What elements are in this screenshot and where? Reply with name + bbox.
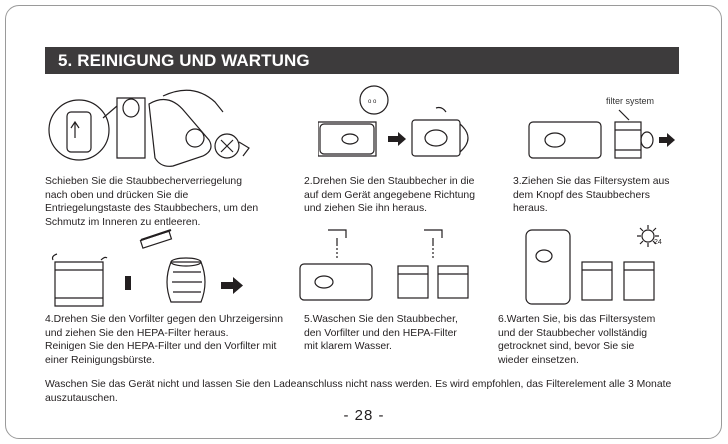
step4-illustration [45,226,285,312]
filter-system-label: filter system [606,96,655,106]
step3-illustration [525,106,685,166]
step2-caption: 2.Drehen Sie den Staubbecher in die auf … [304,176,475,214]
svg-text:o o: o o [368,99,377,105]
step2-illustration: o o [318,80,498,170]
step5-caption: 5.Waschen Sie den Staubbecher, den Vorfi… [304,314,458,352]
sun-hours-label: 24 [654,239,662,246]
step6-illustration: 24 [522,222,672,308]
step5-illustration [298,222,488,302]
step3-caption: 3.Ziehen Sie das Filtersystem aus dem Kn… [513,176,670,214]
section-header: 5. REINIGUNG UND WARTUNG [45,47,679,74]
step4-caption: 4.Drehen Sie den Vorfilter gegen den Uhr… [45,314,283,366]
section-title: 5. REINIGUNG UND WARTUNG [58,50,310,70]
step1-caption: Schieben Sie die Staubbecherverriegelung… [45,176,259,228]
step1-illustration [45,82,275,174]
page-number: - 28 - [343,407,385,424]
step6-caption: 6.Warten Sie, bis das Filtersystem und d… [498,314,656,366]
footer-note: Waschen Sie das Gerät nicht und lassen S… [45,379,672,404]
page-frame [5,5,722,439]
